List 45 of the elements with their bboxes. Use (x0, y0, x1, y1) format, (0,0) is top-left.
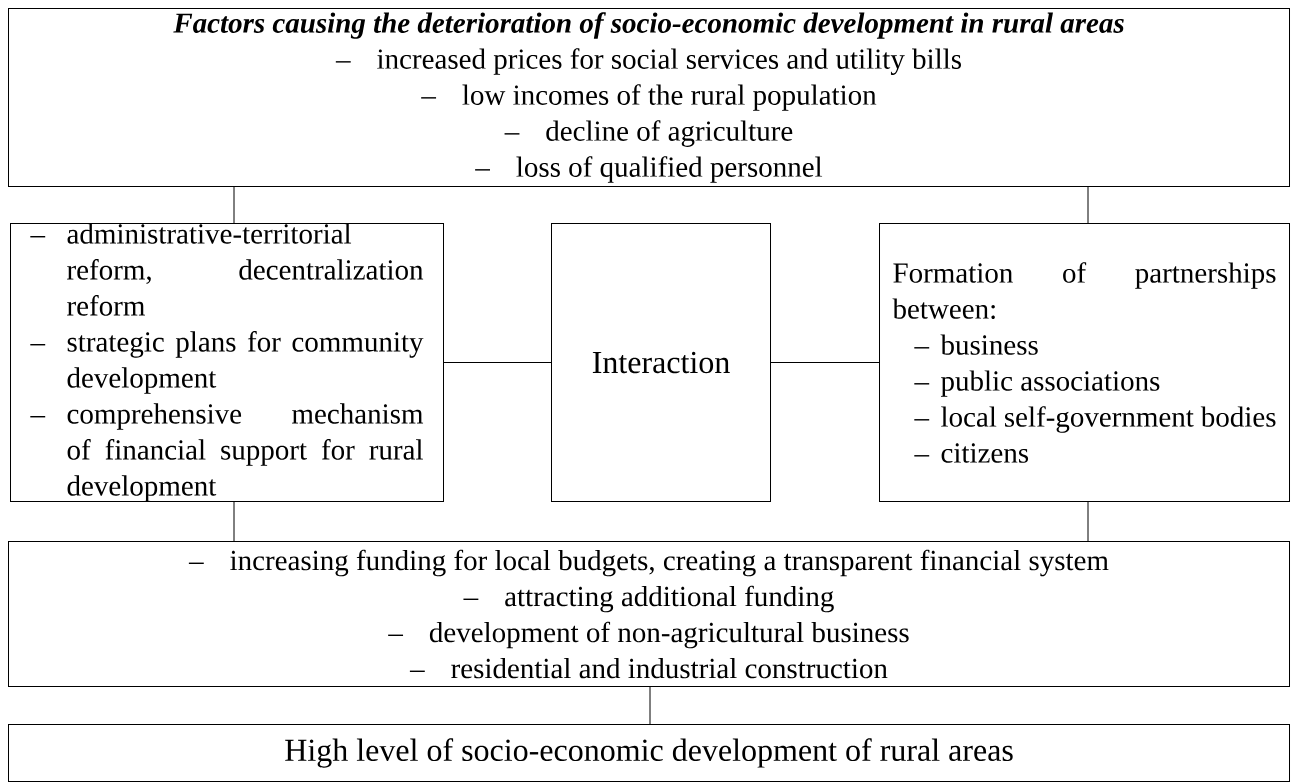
list-item: local self-government bodies (941, 406, 1276, 433)
dash-bullet: – (421, 97, 437, 99)
dash-bullet: – (30, 416, 46, 418)
connector-line (649, 686, 651, 725)
list-item: attracting additional funding (505, 585, 834, 613)
list-item: low incomes of the rural population (462, 84, 877, 111)
list-item: decline of agriculture (546, 120, 793, 147)
dash-bullet: – (30, 236, 46, 238)
list-box (10, 223, 444, 502)
list-item: citizens (941, 443, 1029, 463)
list-box (8, 541, 1290, 687)
dash-bullet: – (914, 419, 930, 421)
dash-bullet: – (335, 61, 351, 63)
heading: Formation of partnerships between: (892, 262, 1276, 319)
list-item: increased prices for social services and utility bills (377, 48, 961, 75)
list-item: comprehensive mechanism of financial support for rural development (67, 403, 424, 502)
dash-bullet: – (475, 169, 490, 171)
node-label: High level of socio-economic development of rural areas (285, 738, 1013, 768)
connector-line (443, 362, 552, 363)
list-item: business (940, 334, 1038, 355)
list-box (8, 8, 1290, 187)
list-item: loss of qualified personnel (516, 156, 823, 183)
connector-line (233, 501, 235, 542)
connector-line (770, 362, 880, 363)
list-box (879, 223, 1290, 502)
list-item: residential and industrial construction (451, 657, 888, 679)
list-item: public associations (941, 370, 1160, 397)
list-item: increasing funding for local budgets, creating a transparent financial system (230, 549, 1109, 577)
dash-bullet: – (388, 634, 404, 636)
connector-line (1087, 501, 1089, 542)
list-item: development of non-agricultural business (429, 621, 909, 649)
heading: Factors causing the deterioration of socio-economic development in rural areas (173, 12, 1124, 39)
dash-bullet: – (188, 562, 204, 564)
dash-bullet: – (504, 133, 520, 135)
text-box (8, 724, 1290, 782)
text-box (551, 223, 771, 502)
dash-bullet: – (409, 670, 425, 672)
dash-bullet: – (914, 347, 930, 349)
node-label: Interaction (592, 351, 730, 374)
dash-bullet: – (30, 344, 46, 346)
dash-bullet: – (463, 598, 479, 600)
dash-bullet: – (914, 455, 930, 457)
dash-bullet: – (914, 383, 930, 385)
connector-line (1087, 186, 1089, 224)
connector-line (233, 186, 235, 224)
